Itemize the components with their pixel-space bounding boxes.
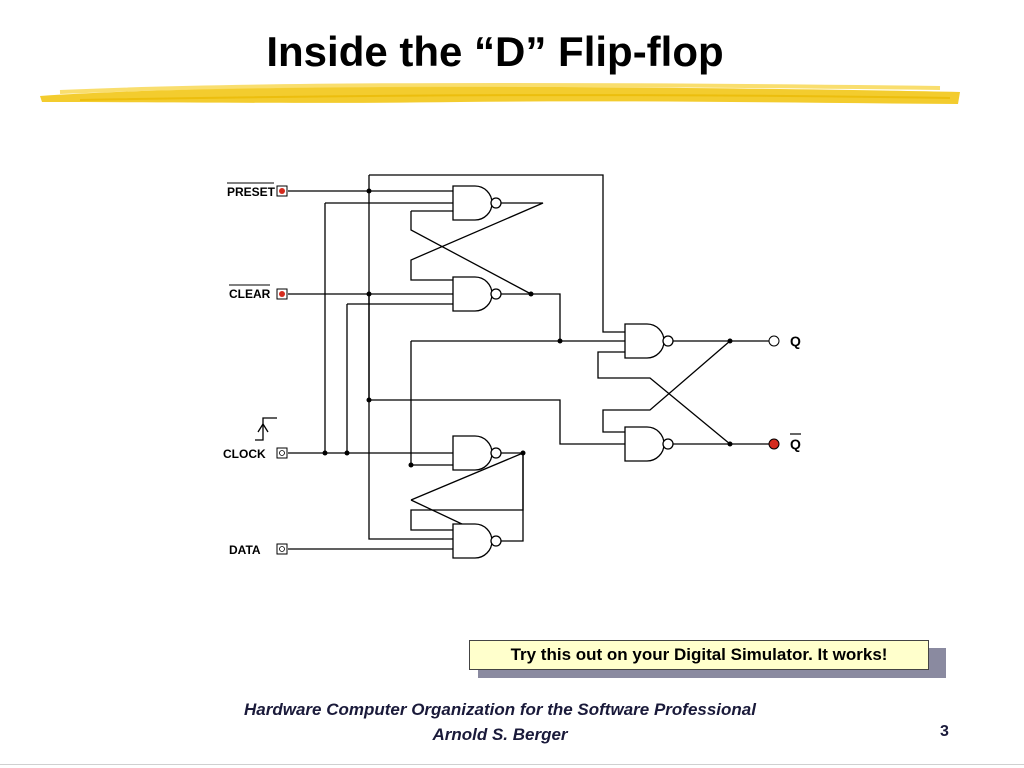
data-switch[interactable] (276, 543, 288, 555)
slide-title: Inside the “D” Flip-flop (266, 28, 724, 75)
nand-gate-3 (452, 435, 502, 471)
q-output-led (768, 335, 780, 347)
q-bar-label: Q (790, 436, 801, 452)
highlight-stroke (40, 82, 960, 104)
footer-course-title: Hardware Computer Organization for the S… (244, 700, 756, 719)
nand-gate-4 (452, 523, 502, 559)
nand-gate-2 (452, 276, 502, 312)
preset-switch[interactable] (276, 185, 288, 197)
callout-box: Try this out on your Digital Simulator. … (469, 640, 929, 670)
clear-switch[interactable] (276, 288, 288, 300)
q-label: Q (790, 333, 801, 349)
page-number: 3 (940, 723, 949, 740)
q-bar-output-led (768, 438, 780, 450)
wires (255, 174, 770, 550)
preset-label: PRESET (227, 185, 276, 199)
footer-author: Arnold S. Berger (432, 725, 568, 744)
clock-label: CLOCK (223, 447, 266, 461)
bottom-divider (0, 764, 1024, 765)
data-label: DATA (229, 543, 261, 557)
nand-gate-6 (624, 426, 674, 462)
nand-gate-1 (452, 185, 502, 221)
clear-label: CLEAR (229, 287, 271, 301)
nand-gate-5 (624, 323, 674, 359)
clock-switch[interactable] (276, 447, 288, 459)
junctions (322, 188, 733, 468)
